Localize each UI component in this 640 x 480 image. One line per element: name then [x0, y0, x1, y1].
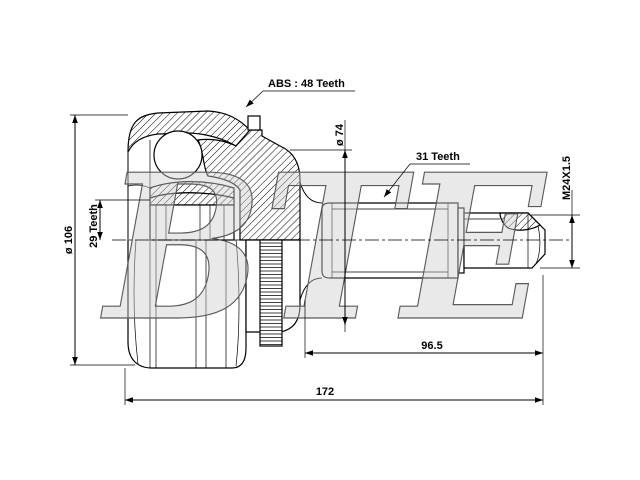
abs-ring [259, 239, 283, 347]
spline-shaft-lines [331, 203, 449, 278]
abs-teeth-label: ABS : 48 Teeth [268, 78, 345, 90]
dimension-neck-diameter: ø 74 [290, 120, 352, 332]
housing-lower [127, 240, 247, 369]
housing-shading-lines [133, 239, 240, 368]
overall-length-label: 172 [316, 386, 334, 398]
ball [153, 130, 203, 180]
outer-diameter-label: ø 106 [63, 226, 75, 254]
inner-race [149, 204, 235, 241]
inner-race-spline-strip [149, 192, 235, 206]
dimension-overall-length: 172 [124, 275, 544, 405]
neck-section [197, 129, 301, 241]
abs-ring-teeth [260, 242, 282, 345]
dimension-shaft-length: 96.5 [304, 300, 543, 358]
inner-spline-teeth-label: 29 Teeth [88, 204, 100, 248]
callout-abs: ABS : 48 Teeth [245, 78, 355, 108]
spline-shaft [321, 202, 459, 279]
inner-race-lines [155, 205, 225, 240]
neck-diameter-label: ø 74 [334, 123, 346, 146]
neck-shaft-fillet-lower [299, 277, 323, 301]
housing-left-curve [127, 184, 151, 189]
neck-shaft-fillet-upper [299, 181, 323, 204]
thread-lines [464, 213, 541, 268]
joint-body [127, 110, 546, 369]
thread-label: M24X1.5 [561, 156, 573, 200]
shaft-length-label: 96.5 [421, 340, 442, 352]
abs-ring-top [247, 115, 261, 131]
dimension-outer-diameter: ø 106 [63, 114, 135, 366]
dimension-thread: M24X1.5 [530, 156, 580, 269]
watermark-logo: BTE [100, 131, 547, 366]
callout-shaft-spline: 31 Teeth [383, 151, 470, 198]
dimension-inner-spline: 29 Teeth [88, 199, 150, 248]
shaft-spline-teeth-label: 31 Teeth [416, 151, 460, 163]
